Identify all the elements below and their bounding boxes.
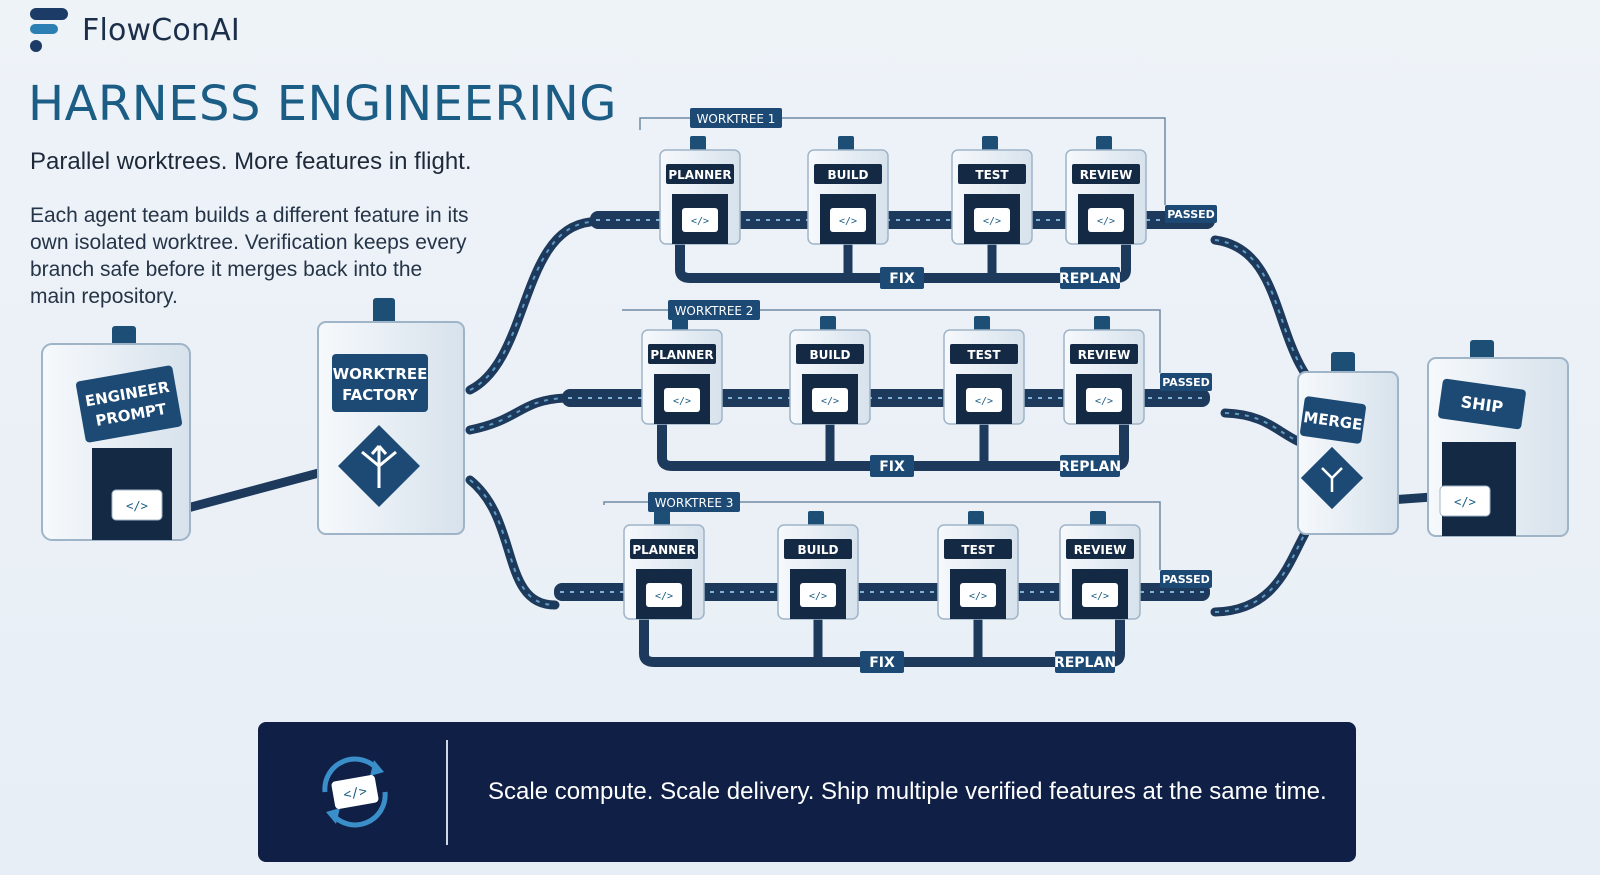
page-subtitle: Parallel worktrees. More features in fli… [30,148,472,175]
station-review: REVIEW </> [1063,316,1145,425]
code-box-glyph: </> [839,216,857,227]
station-test: TEST </> [937,511,1019,620]
bottom-banner [258,722,1356,862]
code-box-glyph: </> [1454,495,1476,509]
worktree-factory-label-2: FACTORY [342,386,419,404]
station-build: BUILD </> [807,136,889,245]
code-box-glyph: </> [1095,396,1113,407]
code-box-glyph: </> [691,216,709,227]
merge-sign [1300,396,1366,444]
fix-label: FIX [860,651,904,673]
station-label: REVIEW [1078,348,1131,362]
code-box-glyph: </> [655,591,673,602]
ship-sign [1438,378,1526,430]
replan-label-text: REPLAN [1059,271,1121,287]
engineer-prompt-sign [75,365,183,443]
fix-label-text: FIX [889,271,915,287]
code-box-glyph: </> [673,396,691,407]
pipeline-diagram: ENGINEER PROMPT </> WORKTREE FACTORY WOR… [41,108,1569,673]
fix-label-text: FIX [879,459,905,475]
merge-machine: MERGE [1297,352,1399,535]
flowconai-logo-icon [30,8,68,52]
fix-label: FIX [880,267,924,289]
station-label: PLANNER [632,543,695,557]
station-label: REVIEW [1074,543,1127,557]
station-build: BUILD </> [789,316,871,425]
station-label: BUILD [798,543,839,557]
worktree-factory-sign [332,354,428,412]
worktree-row: WORKTREE 3PLANNER</>BUILD</>TEST</>REVIE… [554,492,1212,673]
worktree-label-text: WORKTREE 1 [697,112,776,126]
station-review: REVIEW </> [1059,511,1141,620]
station-label: PLANNER [668,168,731,182]
station-label: REVIEW [1080,168,1133,182]
code-box-glyph: </> [1097,216,1115,227]
page-title: HARNESS ENGINEERING [28,76,617,132]
ship-machine: SHIP </> [1427,340,1569,537]
station-label: BUILD [828,168,869,182]
station-planner: PLANNER </> [623,511,705,620]
fix-label-text: FIX [869,655,895,671]
worktree-label-text: WORKTREE 3 [655,496,734,510]
page-description: Each agent team builds a different featu… [30,204,469,308]
replan-label-text: REPLAN [1054,655,1116,671]
passed-badge: PASSED [1160,570,1212,588]
passed-label: PASSED [1162,376,1210,389]
brand-name: FlowConAI [82,12,240,48]
worktree-row: WORKTREE 2PLANNER</>BUILD</>TEST</>REVIE… [562,300,1212,477]
replan-label-text: REPLAN [1059,459,1121,475]
sync-code-icon: </> [322,756,388,828]
passed-badge: PASSED [1160,373,1212,391]
station-label: TEST [975,168,1009,182]
station-label: PLANNER [650,348,713,362]
station-test: TEST </> [951,136,1033,245]
passed-label: PASSED [1162,573,1210,586]
code-box-glyph: </> [1091,591,1109,602]
worktree-factory-label-1: WORKTREE [333,365,428,383]
engineer-prompt-machine: ENGINEER PROMPT </> [41,326,191,541]
fix-label: FIX [870,455,914,477]
replan-label: REPLAN [1059,267,1121,289]
code-box-glyph: </> [342,784,368,803]
station-label: TEST [967,348,1001,362]
station-label: TEST [961,543,995,557]
conveyor-pipes-highlight [469,221,1336,613]
worktree-label: WORKTREE 3 [648,492,740,512]
passed-badge: PASSED [1165,205,1217,223]
code-box-glyph: </> [983,216,1001,227]
station-review: REVIEW </> [1065,136,1147,245]
code-box-glyph: </> [821,396,839,407]
worktree-label: WORKTREE 1 [690,108,782,128]
station-planner: PLANNER </> [641,316,723,425]
replan-label: REPLAN [1054,651,1116,673]
code-box-glyph: </> [126,499,148,513]
station-build: BUILD </> [777,511,859,620]
worktree-label: WORKTREE 2 [668,300,760,320]
station-label: BUILD [810,348,851,362]
code-box-glyph: </> [975,396,993,407]
banner-text: Scale compute. Scale delivery. Ship mult… [488,778,1327,805]
code-box-glyph: </> [969,591,987,602]
worktree-label-text: WORKTREE 2 [675,304,754,318]
replan-label: REPLAN [1059,455,1121,477]
worktree-factory: WORKTREE FACTORY [317,298,465,535]
code-box-glyph: </> [809,591,827,602]
passed-label: PASSED [1167,208,1215,221]
station-planner: PLANNER </> [659,136,741,245]
station-test: TEST </> [943,316,1025,425]
worktree-row: WORKTREE 1PLANNER</>BUILD</>TEST</>REVIE… [590,108,1217,289]
banner-divider [446,740,448,845]
brand: FlowConAI [28,6,240,54]
